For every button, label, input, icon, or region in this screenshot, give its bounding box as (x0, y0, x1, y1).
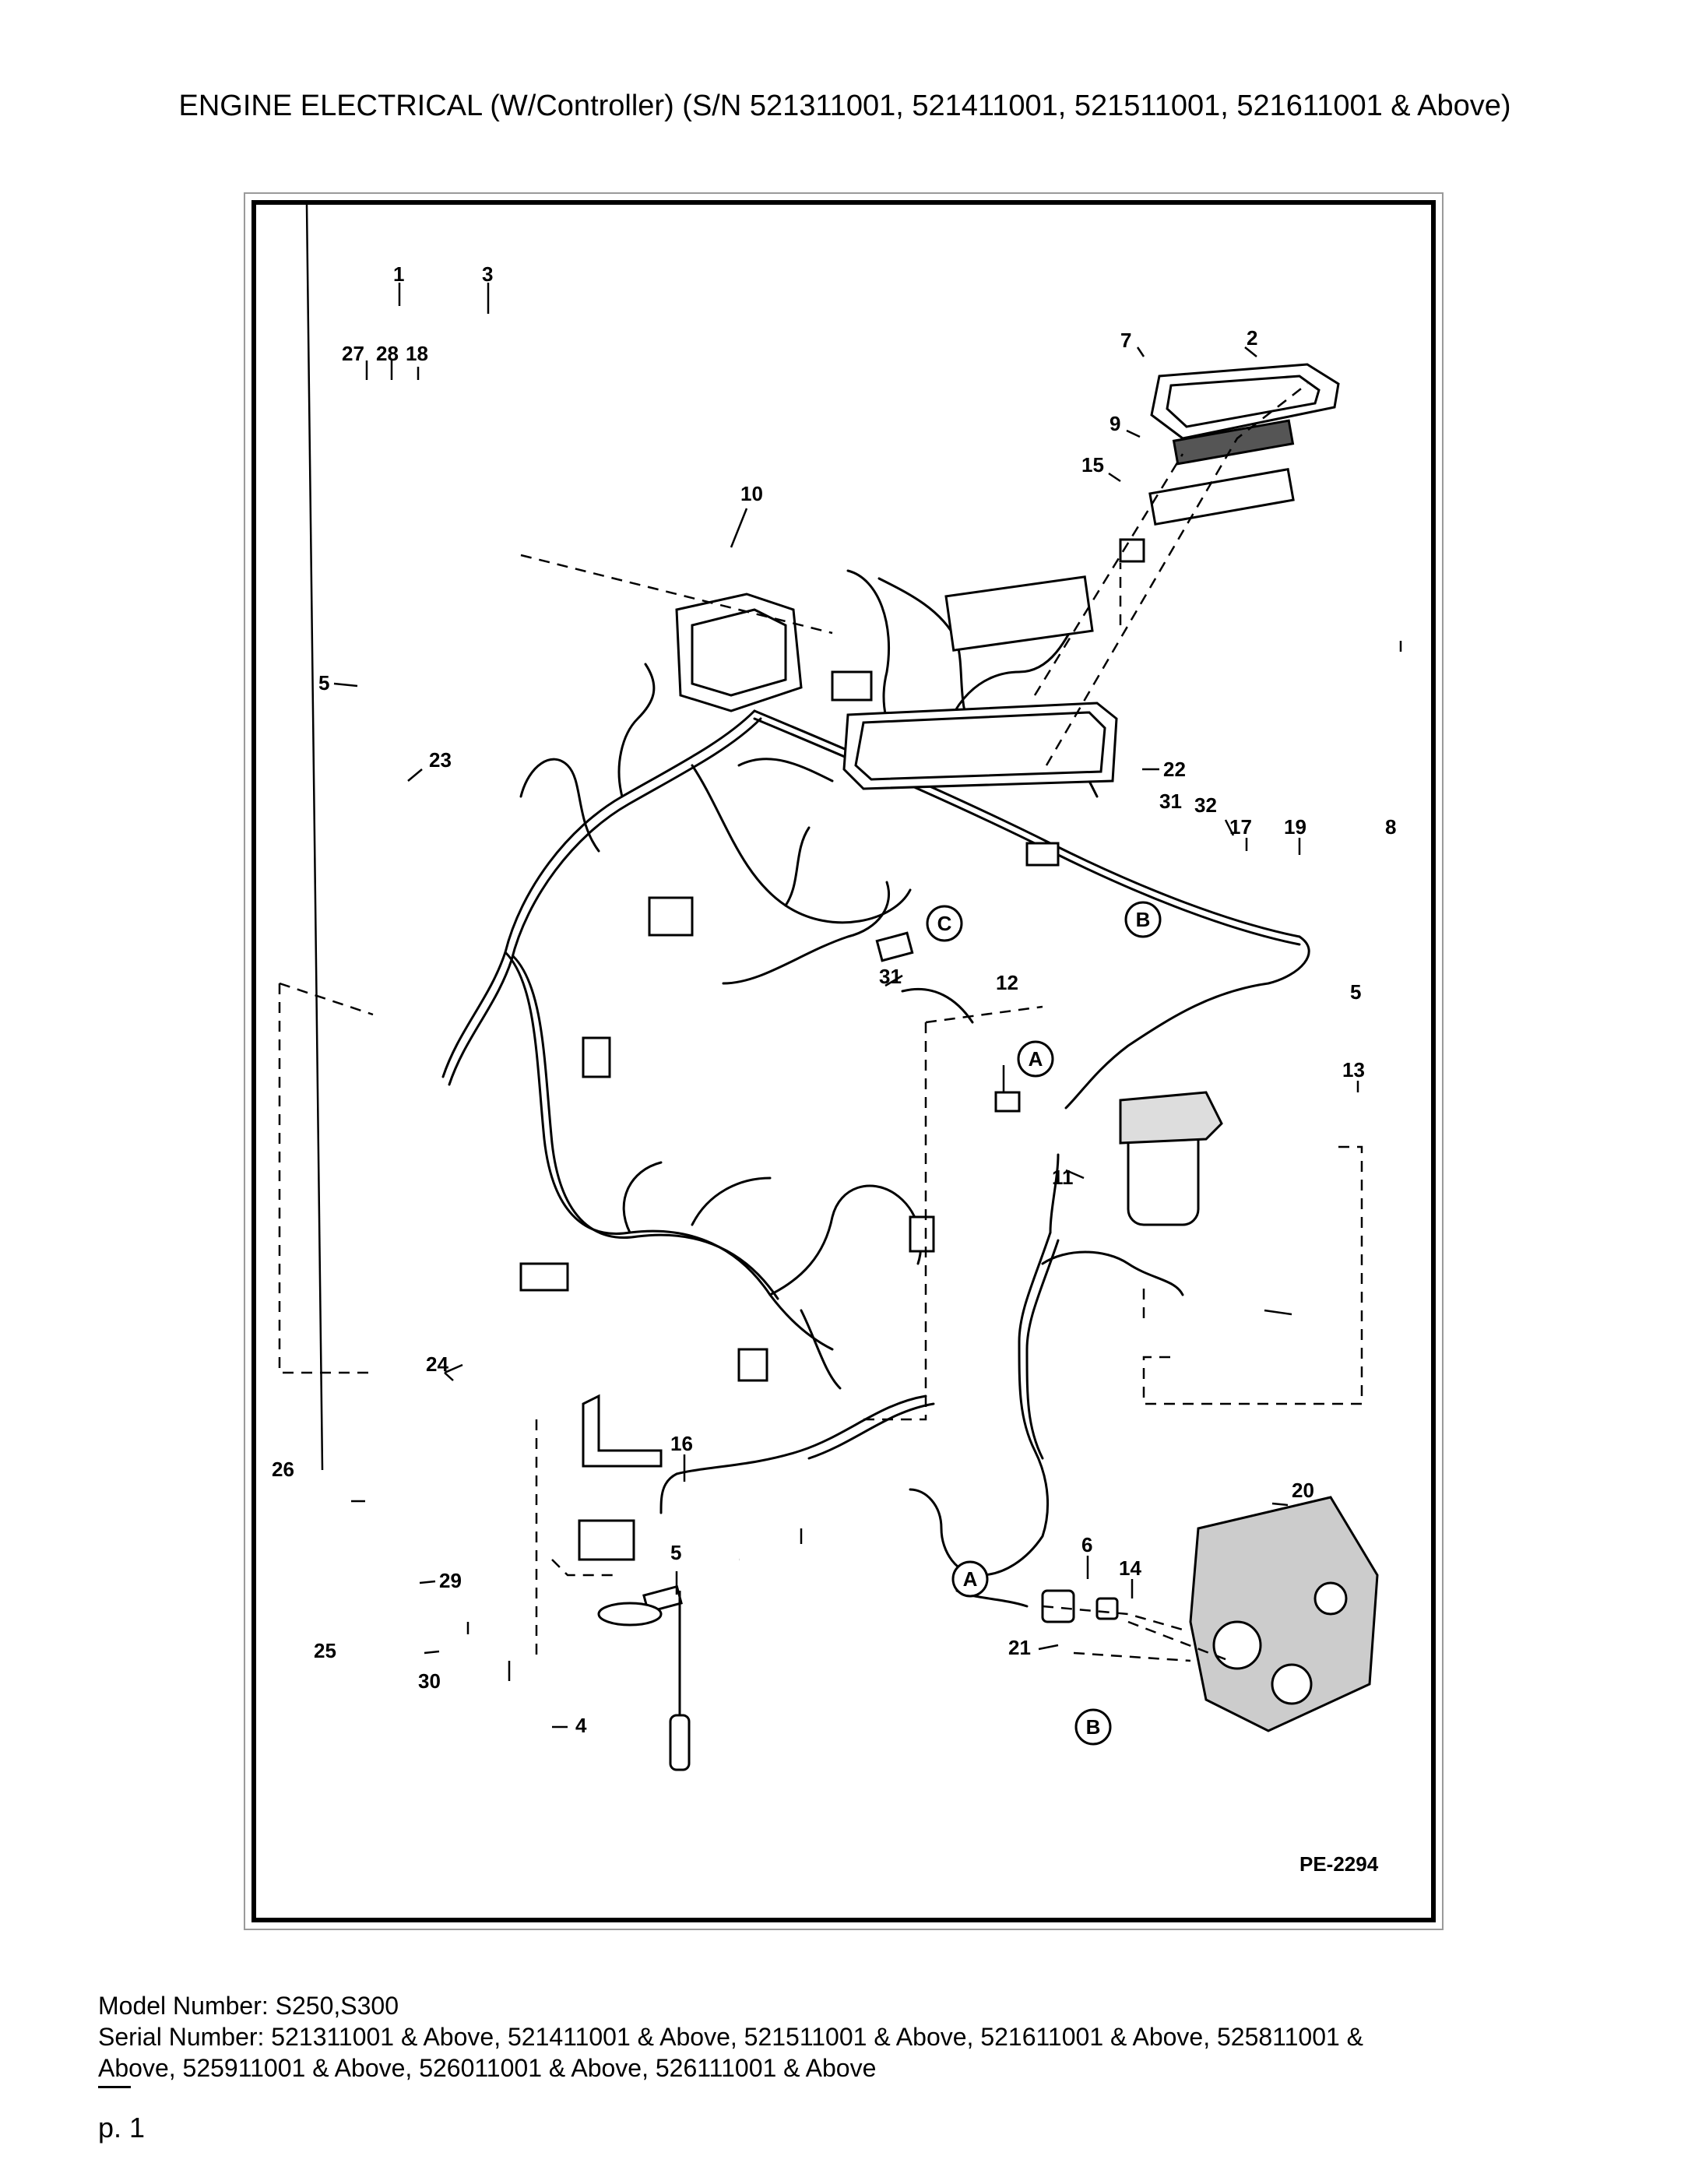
parts-diagram: 1 2 3 4 5 5 5 6 7 8 9 10 11 12 13 14 15 … (272, 205, 1402, 1876)
bracket (582, 1394, 663, 1468)
callout-5-right: 5 (1350, 980, 1361, 1004)
fuel-harness (979, 1231, 1052, 1577)
footer-rule (98, 2086, 131, 2088)
fuel-sender (669, 1714, 691, 1771)
ref-circle-c (926, 905, 963, 942)
page-title: ENGINE ELECTRICAL (W/Controller) (S/N 52… (178, 90, 1511, 122)
callout-14: 14 (1119, 1556, 1141, 1580)
ref-circle-a-upper (1017, 1040, 1054, 1078)
callout-6: 6 (1081, 1533, 1092, 1556)
callout-22: 22 (1163, 758, 1186, 781)
callout-16: 16 (670, 1432, 693, 1455)
fuse-block (944, 575, 1094, 652)
ref-b-upper: B (1136, 908, 1151, 931)
callout-8: 8 (1385, 815, 1396, 839)
diagram-frame (251, 200, 1436, 1922)
callout-7: 7 (1120, 329, 1131, 352)
callout-32: 32 (1194, 793, 1217, 817)
ref-c: C (937, 912, 952, 935)
sender-harness (659, 1394, 927, 1514)
ref-circle-b-lower (1074, 1708, 1112, 1746)
callout-18: 18 (406, 342, 428, 365)
callout-15: 15 (1081, 453, 1104, 477)
serial-numbers-line-1: Serial Number: 521311001 & Above, 521411… (98, 2023, 1364, 2051)
callout-9: 9 (1110, 412, 1120, 435)
callout-5: 5 (318, 671, 329, 695)
callout-24: 24 (426, 1352, 448, 1376)
main-harness (441, 709, 756, 1078)
drawing-id: PE-2294 (1299, 1852, 1379, 1876)
callout-31: 31 (1159, 790, 1182, 813)
label-plate (1172, 419, 1295, 466)
callout-12: 12 (996, 971, 1018, 994)
ref-circle-b-upper (1124, 901, 1162, 938)
callout-19: 19 (1284, 815, 1306, 839)
callout-2: 2 (1247, 326, 1257, 350)
callout-21: 21 (1008, 1636, 1031, 1659)
model-number: Model Number: S250,S300 (98, 1992, 399, 2020)
callout-27: 27 (342, 342, 364, 365)
callout-23: 23 (429, 748, 452, 772)
injection-pump (1189, 1496, 1379, 1732)
ref-a-lower: A (963, 1567, 978, 1591)
ref-a-upper: A (1029, 1047, 1043, 1071)
callout-13: 13 (1342, 1058, 1365, 1081)
callout-20: 20 (1292, 1479, 1314, 1502)
callout-26: 26 (272, 1458, 294, 1481)
callout-1: 1 (393, 262, 404, 286)
callout-30: 30 (418, 1669, 441, 1693)
diagram-outer-border (244, 192, 1444, 1930)
callout-28: 28 (376, 342, 399, 365)
callout-29: 29 (439, 1569, 462, 1592)
callout-17: 17 (1229, 815, 1252, 839)
footer: Model Number: S250,S300 Serial Number: 5… (98, 1990, 1616, 2084)
relay (578, 1519, 635, 1561)
ref-circle-a-lower (951, 1560, 989, 1598)
page-number: p. 1 (98, 2112, 146, 2144)
ref-b-lower: B (1086, 1715, 1101, 1739)
callout-25: 25 (314, 1639, 336, 1662)
serial-numbers-line-2: Above, 525911001 & Above, 526011001 & Ab… (98, 2054, 877, 2082)
callout-10: 10 (740, 482, 763, 505)
callout-3: 3 (482, 262, 493, 286)
callout-11: 11 (1052, 1166, 1074, 1189)
callout-31-lower: 31 (879, 965, 902, 988)
callout-4: 4 (575, 1714, 587, 1737)
callout-5-clamp: 5 (670, 1541, 681, 1564)
